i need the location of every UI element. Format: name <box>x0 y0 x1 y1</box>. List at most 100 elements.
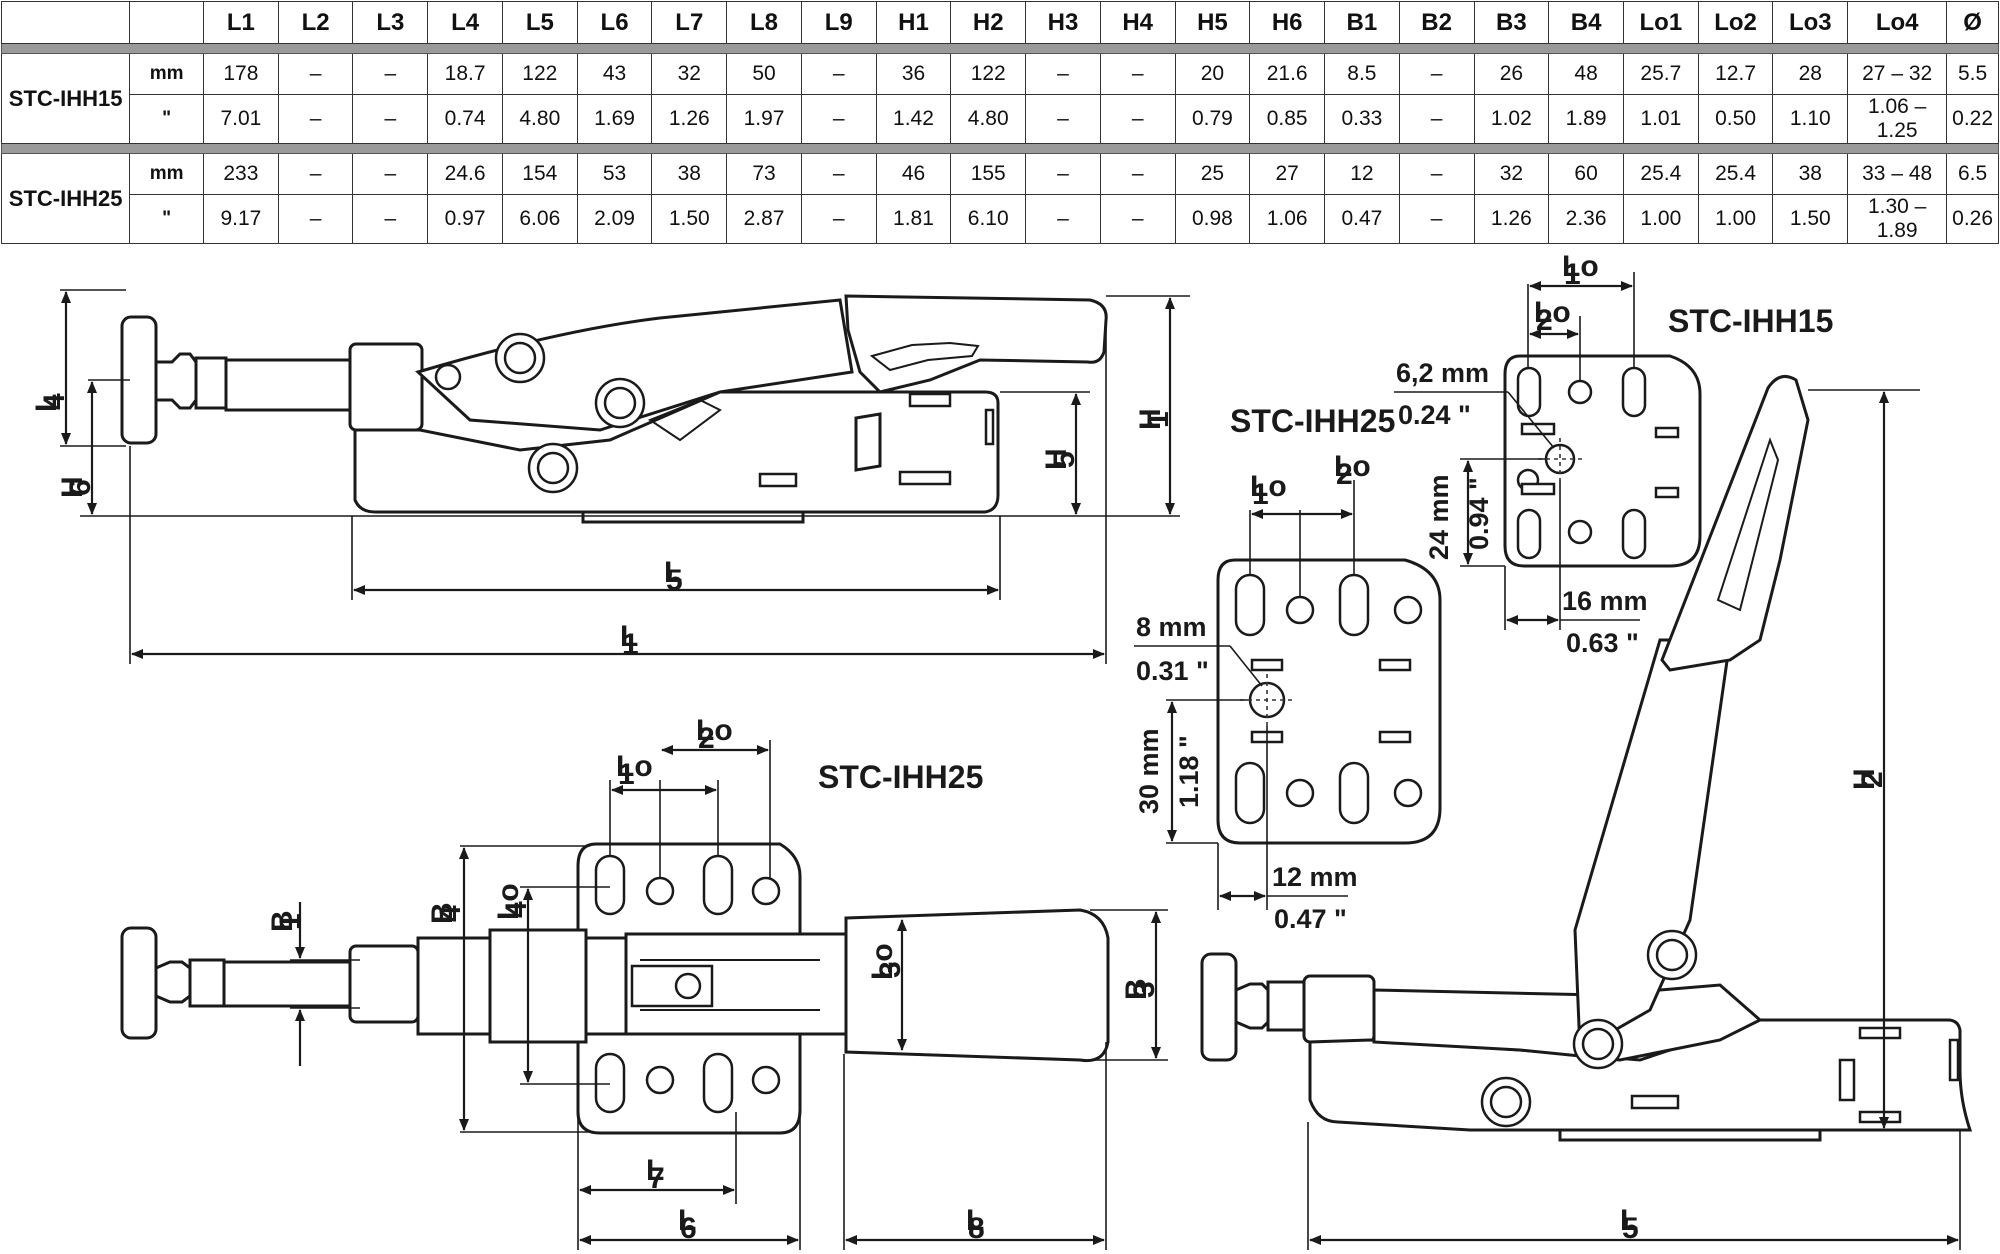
plate-large-lo1-sub: 1 <box>1252 478 1269 511</box>
value-cell: – <box>1025 194 1101 244</box>
unit-cell: mm <box>129 53 205 95</box>
value-cell: 6.5 <box>1946 153 1999 195</box>
value-cell: – <box>1398 153 1475 195</box>
separator-cell <box>1 43 1999 54</box>
value-cell: 155 <box>950 153 1027 195</box>
value-cell: – <box>277 53 354 95</box>
plate-small-hole-mm: 6,2 mm <box>1396 358 1489 388</box>
header-cell: H5 <box>1174 1 1251 44</box>
value-cell: 1.26 <box>651 94 728 144</box>
value-cell: 1.02 <box>1473 94 1550 144</box>
value-cell: – <box>352 94 429 144</box>
top-lo2-label: Lo <box>696 714 733 747</box>
plate-large-lo2-sub: 2 <box>1336 458 1353 491</box>
plate-small-lo1-sub: 1 <box>1564 258 1581 291</box>
value-cell: 0.47 <box>1324 194 1400 244</box>
value-cell: 28 <box>1772 53 1849 95</box>
value-cell: 25.4 <box>1622 153 1699 195</box>
value-cell: – <box>1398 194 1475 244</box>
model-name: STC-IHH15 <box>0 53 131 144</box>
dim-sub-l7: 7 <box>648 1162 665 1195</box>
header-cell <box>129 1 205 44</box>
header-cell: H4 <box>1099 1 1176 44</box>
value-cell: 0.22 <box>1946 94 1999 144</box>
value-cell: 233 <box>203 153 279 195</box>
header-cell: H1 <box>875 1 952 44</box>
value-cell: – <box>1099 194 1176 244</box>
plate-small-hole-in: 0.24 " <box>1398 400 1471 430</box>
value-cell: 8.5 <box>1324 53 1400 95</box>
value-cell: 1.01 <box>1622 94 1699 144</box>
value-cell: 1.00 <box>1697 194 1774 244</box>
value-cell: – <box>277 94 354 144</box>
header-cell: B2 <box>1398 1 1475 44</box>
value-cell: – <box>1099 53 1176 95</box>
value-cell: 60 <box>1548 153 1624 195</box>
dim-sub-l6: 6 <box>680 1212 697 1245</box>
dim-label-h2: H <box>1848 768 1881 790</box>
dim-label-h1: H <box>1134 408 1167 430</box>
value-cell: 32 <box>1473 153 1550 195</box>
header-cell: L6 <box>576 1 653 44</box>
value-cell: 1.69 <box>576 94 653 144</box>
value-cell: – <box>1398 94 1475 144</box>
dim-label-lo4: Lo <box>492 883 525 920</box>
value-cell: 12 <box>1324 153 1400 195</box>
header-cell: L9 <box>800 1 877 44</box>
header-cell: B1 <box>1324 1 1400 44</box>
value-cell: – <box>277 153 354 195</box>
header-cell: H2 <box>950 1 1027 44</box>
model-name: STC-IHH25 <box>0 153 131 244</box>
value-cell: 1.26 <box>1473 194 1550 244</box>
plate-large-hole-in: 0.31 " <box>1136 656 1209 686</box>
mounting-plate-large: STC-IHH25 Lo1 Lo2 8 mm 0.31 " 30 mm 1.18… <box>1134 403 1442 934</box>
dim-label-l6: L <box>678 1204 696 1237</box>
value-cell: 12.7 <box>1697 53 1774 95</box>
header-cell: L4 <box>427 1 503 44</box>
value-cell: 27 <box>1249 153 1326 195</box>
plate-small-horiz-in: 0.63 " <box>1566 628 1639 658</box>
value-cell: 0.50 <box>1697 94 1774 144</box>
dim-label-h6: H <box>56 476 89 498</box>
plate-small-horiz-mm: 16 mm <box>1562 586 1648 616</box>
value-cell: 2.36 <box>1548 194 1624 244</box>
plate-large-vert-in: 1.18 " <box>1174 735 1204 808</box>
dim-label-l5: L <box>664 556 682 589</box>
value-cell: 73 <box>726 153 802 195</box>
dim-sub-l5-open: 5 <box>1622 1212 1639 1245</box>
header-cell: H6 <box>1249 1 1326 44</box>
value-cell: – <box>1099 153 1176 195</box>
value-cell: 43 <box>576 53 653 95</box>
value-cell: 38 <box>651 153 728 195</box>
header-cell: L2 <box>277 1 354 44</box>
plate-small-vert-in: 0.94 " <box>1464 477 1494 550</box>
value-cell: 4.80 <box>950 94 1027 144</box>
value-cell: 26 <box>1473 53 1550 95</box>
separator-cell <box>1 143 1999 154</box>
value-cell: 1.06 – 1.25 <box>1847 94 1948 144</box>
value-cell: 122 <box>501 53 578 95</box>
value-cell: 38 <box>1772 153 1849 195</box>
value-cell: 1.30 – 1.89 <box>1847 194 1948 244</box>
dim-label-lo3: Lo <box>866 943 899 980</box>
header-cell: Lo1 <box>1622 1 1699 44</box>
open-position-view: H2 L5 <box>1200 374 1973 1250</box>
value-cell: 2.87 <box>726 194 802 244</box>
header-cell: L5 <box>501 1 578 44</box>
header-cell: B4 <box>1548 1 1624 44</box>
side-view-clamp: L4 H6 H5 H1 L5 L1 <box>30 289 1190 664</box>
header-cell: H3 <box>1025 1 1101 44</box>
value-cell: 46 <box>875 153 952 195</box>
plate-small-vert-mm: 24 mm <box>1424 474 1454 560</box>
value-cell: – <box>352 153 429 195</box>
value-cell: 122 <box>950 53 1027 95</box>
dimension-table: L1 L2 L3 L4 L5 L6 L7 L8 L9 H1 H2 H3 H4 H… <box>0 1 1999 244</box>
value-cell: 18.7 <box>427 53 503 95</box>
plate-small-lo2-sub: 2 <box>1536 304 1553 337</box>
header-cell: Ø <box>1946 1 1999 44</box>
value-cell: 1.00 <box>1622 194 1699 244</box>
plate-large-horiz-in: 0.47 " <box>1274 904 1347 934</box>
dim-label-b1: B <box>266 910 299 932</box>
